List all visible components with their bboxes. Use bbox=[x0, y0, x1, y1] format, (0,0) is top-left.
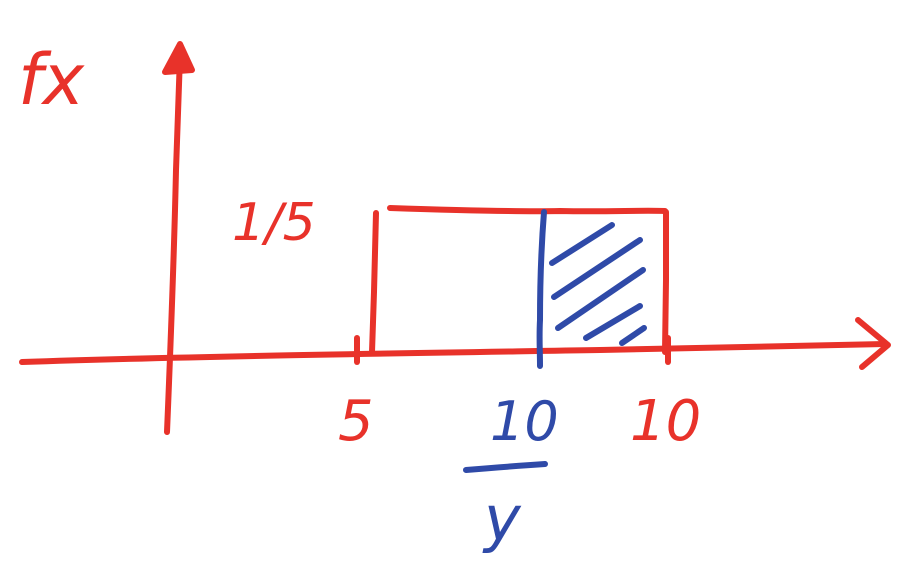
vertical-axis bbox=[164, 53, 183, 435]
split-line bbox=[536, 209, 547, 369]
hatch-line bbox=[555, 267, 646, 331]
tick-label-5: 5 bbox=[338, 389, 374, 454]
hatch-line bbox=[583, 303, 643, 341]
tick-label-10: 10 bbox=[630, 389, 701, 454]
hatch-line bbox=[551, 237, 643, 300]
density-top-edge bbox=[387, 205, 668, 215]
fraction-bar bbox=[463, 461, 548, 473]
density-left-edge bbox=[369, 210, 379, 355]
split-numerator-label: 10 bbox=[490, 390, 559, 453]
horizontal-axis-arrowhead bbox=[855, 317, 891, 370]
horizontal-axis bbox=[19, 341, 888, 365]
density-right-edge bbox=[662, 209, 669, 355]
hatch-line bbox=[619, 325, 647, 346]
shaded-region-hatching bbox=[549, 222, 647, 346]
vertical-axis-arrowhead bbox=[162, 41, 195, 75]
split-denominator-label: y bbox=[482, 482, 522, 555]
y-axis-label: fx bbox=[18, 39, 85, 121]
hatch-line bbox=[549, 222, 615, 266]
height-label: 1/5 bbox=[232, 193, 316, 253]
